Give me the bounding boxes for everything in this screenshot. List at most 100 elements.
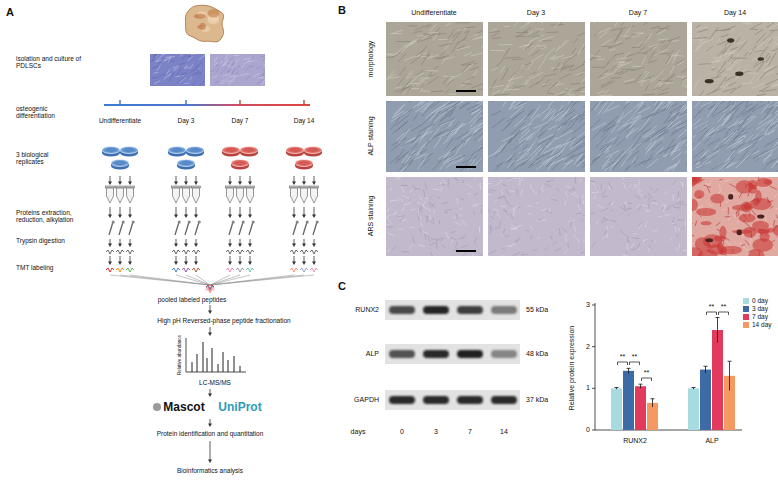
- cell-stroke: [697, 29, 707, 32]
- cell-stroke: [594, 31, 599, 36]
- cell-stroke: [495, 199, 498, 202]
- cell-stroke: [555, 109, 564, 114]
- cell-stroke: [494, 227, 497, 228]
- cell-stroke: [401, 141, 413, 147]
- cell-stroke: [391, 143, 400, 151]
- cell-stroke: [462, 83, 472, 85]
- cell-stroke: [718, 61, 726, 73]
- cell-stroke: [574, 226, 576, 232]
- cell-stroke: [233, 76, 235, 80]
- cell-stroke: [546, 93, 553, 94]
- cell-stroke: [467, 193, 471, 195]
- cell-stroke: [422, 126, 433, 139]
- cell-stroke: [510, 214, 513, 220]
- cell-stroke: [582, 219, 583, 222]
- cell-stroke: [439, 132, 449, 137]
- cell-stroke: [212, 76, 217, 78]
- cell-stroke: [556, 81, 560, 87]
- flow-arrow-line: [196, 207, 197, 215]
- cell-stroke: [445, 89, 450, 93]
- cell-stroke: [413, 112, 419, 121]
- cell-stroke: [681, 226, 685, 229]
- cell-stroke: [546, 180, 554, 182]
- flow-arrow-head: [208, 424, 212, 428]
- cell-stroke: [459, 237, 465, 239]
- cell-stroke: [516, 32, 529, 33]
- cell-stroke: [562, 40, 566, 46]
- cell-stroke: [482, 106, 483, 113]
- cell-stroke: [594, 22, 601, 24]
- cell-stroke: [740, 116, 754, 124]
- timeline-tick: [119, 100, 120, 105]
- flow-arrow-head: [302, 262, 306, 266]
- cell-stroke: [582, 58, 585, 66]
- cell-stroke: [725, 125, 734, 133]
- mineral-nodule: [758, 57, 765, 60]
- cell-stroke: [386, 224, 390, 225]
- cell-stroke: [745, 143, 755, 149]
- timeline-tick: [239, 100, 240, 105]
- cell-stroke: [739, 40, 748, 51]
- cell-stroke: [508, 76, 523, 80]
- micrograph-ground: [386, 22, 483, 96]
- cell-stroke: [723, 157, 735, 169]
- pipette: [313, 222, 317, 235]
- cell-stroke: [771, 46, 778, 51]
- cell-stroke: [462, 156, 477, 164]
- flow-arrow-line: [120, 239, 121, 244]
- flow-arrow-head: [248, 244, 252, 248]
- cell-stroke: [411, 141, 419, 150]
- micrograph-ground: [488, 101, 585, 172]
- cell-stroke: [179, 63, 185, 64]
- cell-stroke: [578, 126, 585, 138]
- cell-stroke: [429, 201, 431, 207]
- cell-stroke: [765, 52, 769, 58]
- cell-stroke: [632, 129, 642, 139]
- cell-stroke: [719, 184, 720, 191]
- cell-stroke: [429, 32, 439, 33]
- cell-stroke: [431, 238, 438, 240]
- cell-stroke: [387, 218, 392, 224]
- cell-stroke: [151, 77, 159, 79]
- cell-stroke: [509, 244, 516, 246]
- dish-medium: [307, 148, 319, 152]
- cell-stroke: [511, 101, 518, 105]
- cell-stroke: [482, 61, 483, 70]
- cell-stroke: [199, 55, 205, 60]
- cell-stroke: [590, 119, 600, 129]
- cell-stroke: [777, 65, 778, 66]
- cell-stroke: [456, 46, 471, 50]
- cell-stroke: [488, 227, 489, 230]
- cell-stroke: [529, 145, 541, 158]
- cell-stroke: [155, 56, 162, 62]
- cell-stroke: [542, 22, 550, 23]
- cell-stroke: [229, 75, 238, 77]
- mineral-stain: [710, 194, 724, 204]
- cell-stroke: [203, 70, 205, 73]
- cell-stroke: [573, 39, 578, 44]
- cell-stroke: [504, 26, 510, 27]
- cell-stroke: [506, 235, 508, 239]
- cell-stroke: [640, 47, 645, 51]
- flow-arrow-line: [294, 207, 295, 215]
- cell-stroke: [576, 132, 585, 144]
- cell-stroke: [607, 105, 620, 111]
- pipette-bulb: [232, 220, 235, 223]
- cell-stroke: [746, 101, 755, 103]
- cell-stroke: [720, 77, 726, 86]
- flow-arrow-head: [238, 182, 242, 186]
- cell-stroke: [426, 216, 428, 223]
- cell-stroke: [525, 63, 531, 65]
- cell-stroke: [481, 111, 483, 120]
- pipette: [293, 222, 297, 235]
- cell-stroke: [494, 211, 495, 214]
- flow-arrow-head: [302, 182, 306, 186]
- cell-stroke: [583, 214, 585, 216]
- cell-stroke: [548, 101, 561, 107]
- flow-arrow-head: [228, 215, 232, 219]
- cell-stroke: [540, 219, 546, 220]
- cell-stroke: [611, 28, 627, 31]
- cell-stroke: [519, 133, 534, 143]
- flow-arrow-head: [108, 244, 112, 248]
- dish-medium: [298, 161, 310, 165]
